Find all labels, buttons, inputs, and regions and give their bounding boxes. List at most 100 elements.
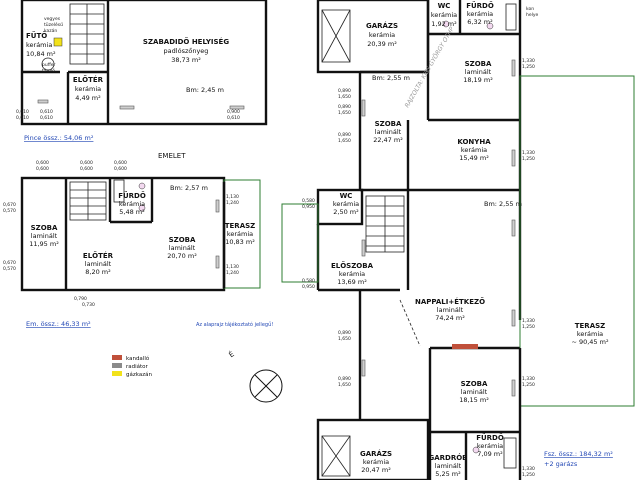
window-dim: 0,950 (302, 204, 315, 210)
window-dim: 0,900 (227, 109, 240, 115)
window-dim: 1,650 (338, 138, 351, 144)
room-floor: kerámia (363, 458, 389, 466)
emelet-total: Em. össz.: 46,33 m² (26, 320, 91, 328)
room-floor: kerámia (369, 31, 395, 39)
room-name: GARDRÓB (428, 453, 467, 462)
window-dim: 1,130 (226, 194, 239, 200)
room-floor: laminált (375, 128, 402, 136)
window-dim: 1,240 (226, 270, 239, 276)
room-area: 15,49 m² (459, 154, 489, 162)
window-dim: 1,650 (338, 94, 351, 100)
room-name: TERASZ (575, 322, 605, 330)
room-area: 10,83 m² (225, 238, 255, 246)
room-area: ~ 90,45 m² (571, 338, 609, 346)
legend-label: radiátor (126, 363, 149, 370)
room-area: 13,69 m² (337, 278, 367, 286)
room-area: 18,15 m² (459, 396, 489, 404)
small-note: helye (526, 12, 539, 18)
window-dim: 1,250 (522, 324, 535, 330)
legend-swatch-gazkazan (112, 371, 122, 376)
room-area: 22,47 m² (373, 136, 403, 144)
small-note: tüzelésű (44, 21, 63, 28)
window-dim: 0,600 (114, 166, 127, 172)
window-dim: 0,570 (3, 208, 16, 214)
room-floor: kerámia (26, 41, 52, 49)
window-dim: 1,250 (522, 472, 535, 478)
ceiling-height: Bm: 2,55 m (484, 200, 522, 208)
fireplace-symbol (452, 344, 478, 349)
room-name: ELŐTÉR (83, 251, 114, 260)
watermark: RAJZOLTA: KISS GYÖRGY OTHP (404, 26, 456, 109)
window-dim: 0,890 (338, 376, 351, 382)
room-area: 74,24 m² (435, 314, 465, 322)
radiator-symbol (215, 255, 220, 269)
window-dim: 0,600 (36, 160, 49, 166)
plan-note: Az alaprajz tájékoztató jellegű! (196, 321, 273, 328)
room-name: FŰTŐ (26, 31, 47, 40)
north-label: É (227, 349, 236, 359)
window-dim: 0,890 (338, 330, 351, 336)
legend: kandalló radiátor gázkazán (112, 355, 152, 378)
radiator-symbol (511, 219, 516, 237)
sink-icon (486, 22, 494, 30)
window-dim: 1,650 (338, 382, 351, 388)
room-name: SZOBA (375, 120, 402, 128)
emelet-stairs (69, 181, 107, 221)
radiator-symbol (511, 149, 516, 167)
room-area: 6,32 m² (467, 18, 493, 26)
room-divider (399, 299, 421, 347)
puffer-tank-symbol (41, 57, 55, 71)
room-name: SZOBA (461, 380, 488, 388)
radiator-symbol (361, 99, 366, 117)
room-floor: kerámia (477, 442, 503, 450)
room-floor: kerámia (461, 146, 487, 154)
room-floor: laminált (435, 462, 462, 470)
window-dim: 0,670 (3, 260, 16, 266)
radiator-symbol (215, 199, 220, 213)
room-name: WC (438, 2, 451, 10)
window-dim: 1,330 (522, 466, 535, 472)
room-area: 10,84 m² (26, 50, 56, 58)
window-dim: 1,330 (522, 318, 535, 324)
window-dim: 0,790 (74, 296, 87, 302)
radiator-symbol (361, 239, 366, 257)
room-floor: laminált (461, 388, 488, 396)
window-dim: 0,610 (16, 115, 29, 121)
room-name: FÜRDŐ (476, 433, 504, 442)
pince-outer-wall (20, 0, 268, 126)
radiator-symbol (37, 99, 49, 104)
room-area: 20,39 m² (367, 40, 397, 48)
room-floor: kerámia (75, 85, 101, 93)
fsz-garage-low-wall (316, 418, 430, 480)
window-dim: 0,580 (302, 278, 315, 284)
window-dim: 1,330 (522, 150, 535, 156)
north-arrow: É (227, 349, 283, 403)
room-name: GARÁZS (366, 21, 398, 30)
room-name: KONYHA (457, 138, 491, 146)
foldszint-plan: GARÁZS kerámia 20,39 m² WC kerámia 1,92 … (281, 0, 635, 480)
window-dim: 0,670 (3, 202, 16, 208)
radiator-symbol (229, 105, 245, 110)
room-area: 2,50 m² (333, 208, 359, 216)
window-dim: 0,600 (80, 160, 93, 166)
room-name: GARÁZS (360, 449, 392, 458)
room-area: 18,19 m² (463, 76, 493, 84)
pince-stairs (69, 3, 105, 65)
radiator-symbol (361, 359, 366, 377)
toilet-icon (442, 20, 450, 28)
room-floor: laminált (437, 306, 464, 314)
room-name: SZOBA (465, 60, 492, 68)
room-name: ELŐTÉR (73, 75, 104, 84)
legend-label: gázkazán (126, 371, 152, 378)
sink-icon (138, 182, 146, 190)
window-dim: 0,730 (82, 302, 95, 308)
room-floor: kerámia (119, 200, 145, 208)
small-note: kon (526, 6, 534, 12)
fsz-total: Fsz. össz.: 184,32 m² (544, 450, 613, 458)
room-area: 7,09 m² (477, 450, 503, 458)
room-area: 1,92 m² (431, 20, 457, 28)
window-dim: 0,610 (227, 115, 240, 121)
room-floor: laminált (169, 244, 196, 252)
garage-door (321, 9, 351, 63)
